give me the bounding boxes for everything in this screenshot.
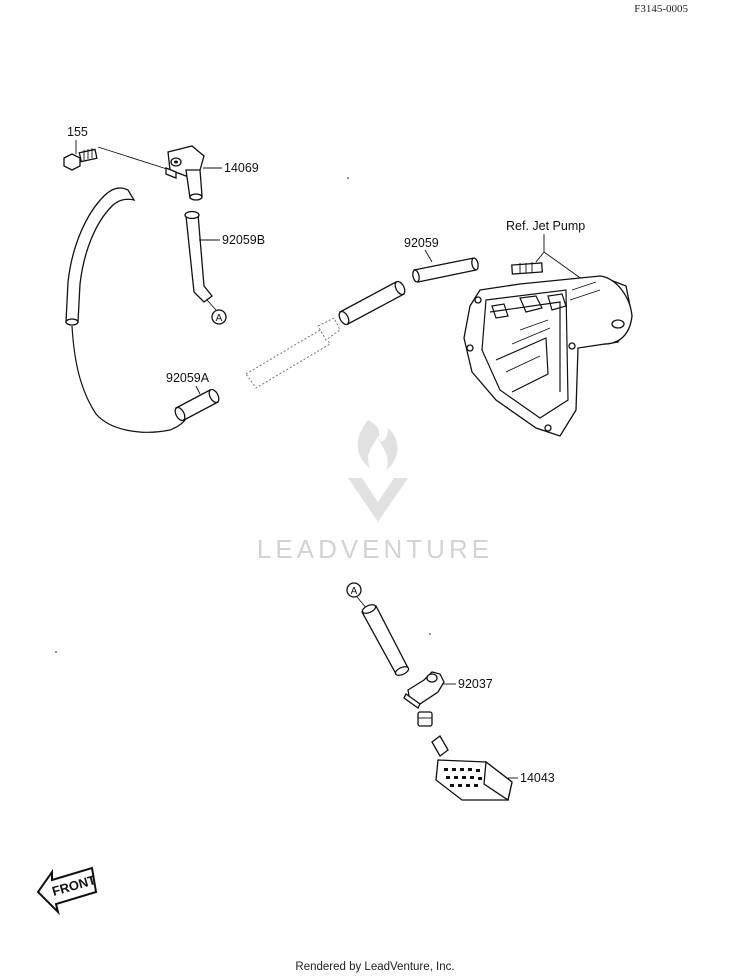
diagram-code: F3145-0005 <box>634 3 688 15</box>
small-connector[interactable] <box>417 711 433 727</box>
label-92059A: 92059A <box>166 371 210 385</box>
speck <box>55 651 57 653</box>
filter-14043[interactable] <box>431 735 513 802</box>
leader-ref-jet-pump <box>535 234 587 283</box>
callout-a-bottom <box>346 582 362 598</box>
leader-callout-a-top <box>206 299 217 311</box>
tube-92059[interactable] <box>412 257 479 283</box>
ghost-tube <box>245 317 341 389</box>
leader-92059A <box>195 385 201 395</box>
label-92059B: 92059B <box>222 233 265 247</box>
callout-a-top <box>211 309 227 325</box>
label-155: 155 <box>67 125 88 139</box>
center-tube[interactable] <box>337 280 407 326</box>
front-arrow: FRONT <box>36 866 97 916</box>
tube-92059A[interactable] <box>173 388 221 422</box>
clamp-92037[interactable] <box>403 671 445 709</box>
leadventure-watermark: LEADVENTURE <box>257 420 493 564</box>
bolt-155[interactable] <box>63 148 98 171</box>
watermark-text: LEADVENTURE <box>257 534 493 564</box>
callout-a-top-text: A <box>216 313 223 324</box>
hose-92059B[interactable] <box>184 210 213 303</box>
lower-hose[interactable] <box>361 603 410 677</box>
label-ref-jet-pump: Ref. Jet Pump <box>506 219 585 233</box>
jet-pump-housing[interactable] <box>463 275 633 437</box>
fitting-14069[interactable] <box>165 145 205 201</box>
leader-155-to-fitting <box>97 146 171 171</box>
footer-credit: Rendered by LeadVenture, Inc. <box>295 961 454 973</box>
label-14043: 14043 <box>520 771 555 785</box>
long-hose-left[interactable] <box>65 187 189 433</box>
leader-92059 <box>424 249 433 263</box>
callout-a-bottom-text: A <box>351 586 358 597</box>
speck <box>347 177 349 179</box>
label-92059: 92059 <box>404 236 439 250</box>
pump-nipple[interactable] <box>511 262 544 275</box>
speck <box>429 633 431 635</box>
label-92037: 92037 <box>458 677 493 691</box>
label-14069: 14069 <box>224 161 259 175</box>
